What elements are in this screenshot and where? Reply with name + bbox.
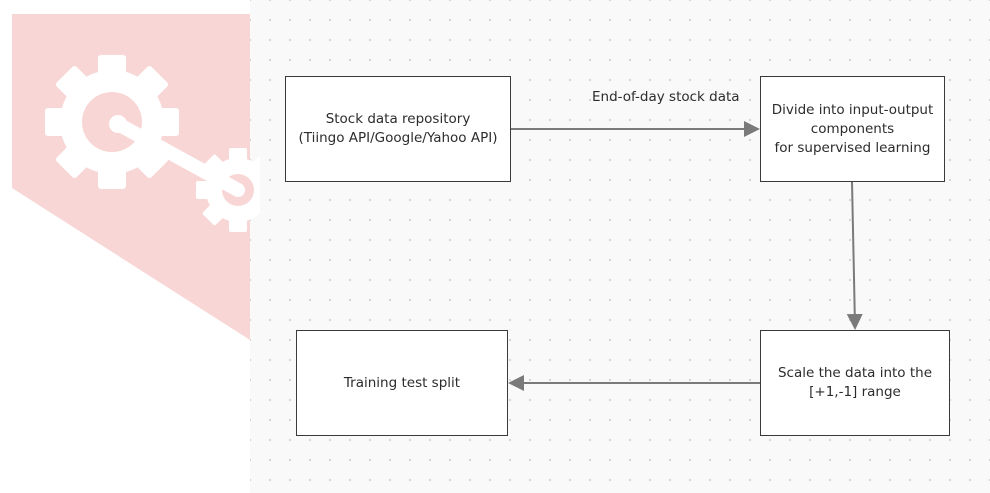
node-stock-data-repository[interactable]: Stock data repository (Tiingo API/Google…: [285, 76, 511, 182]
large-gear-icon: [45, 55, 179, 189]
node-label: Scale the data into the [+1,-1] range: [777, 365, 933, 400]
node-label: Stock data repository (Tiingo API/Google…: [298, 111, 498, 146]
node-label: Divide into input-output components for …: [771, 101, 934, 156]
gear-link-bar: [111, 117, 245, 197]
arrow-divide-to-scale: [846, 181, 863, 330]
gear-link-pivot: [109, 115, 127, 133]
node-scale-data[interactable]: Scale the data into the [+1,-1] range: [760, 330, 950, 436]
node-training-test-split[interactable]: Training test split: [296, 330, 508, 436]
node-label: Training test split: [343, 374, 461, 391]
gear-logo-watermark: [12, 14, 260, 340]
node-divide-input-output[interactable]: Divide into input-output components for …: [760, 76, 945, 182]
edge-label-eod: End-of-day stock data: [592, 89, 740, 105]
